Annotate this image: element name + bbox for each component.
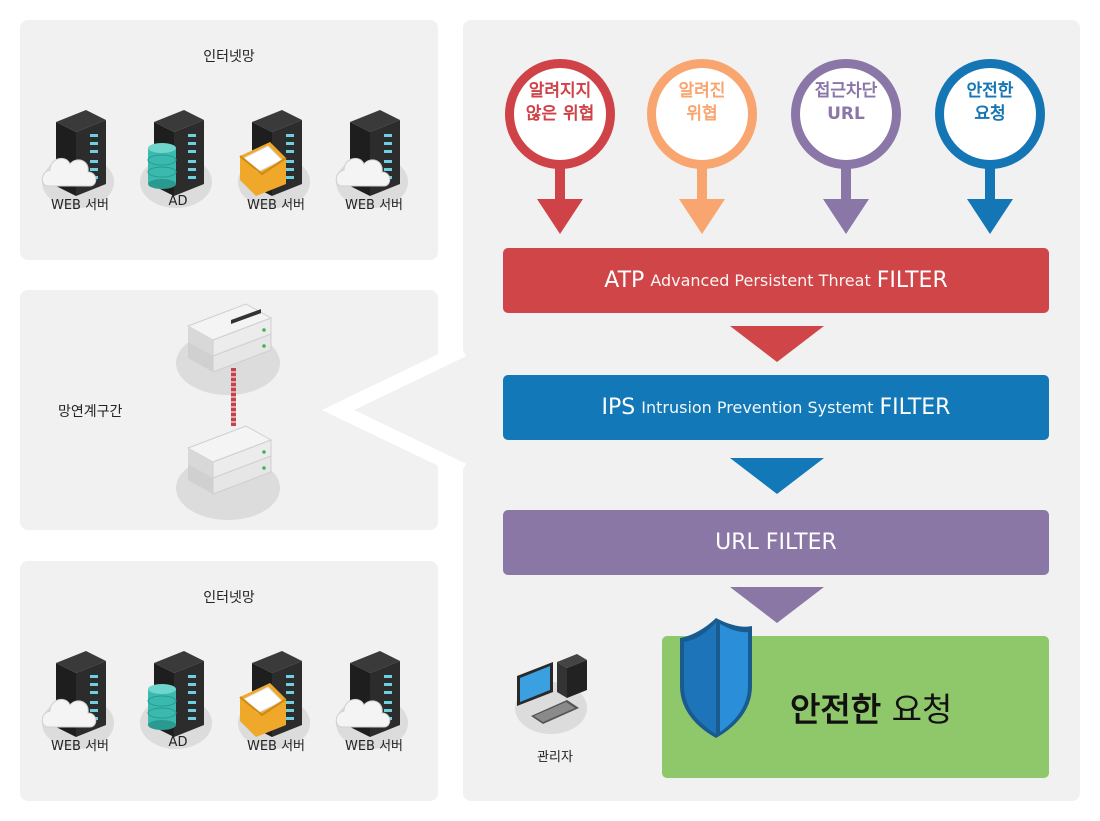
server-cloud: WEB 서버 [40, 645, 120, 765]
pin-label-line2: 않은 위협 [525, 104, 595, 124]
filter-main: ATP [604, 268, 645, 293]
url-filter-bar: URL FILTER [503, 510, 1049, 575]
server-cloud: WEB 서버 [334, 645, 414, 765]
safe-rest: 요청 [891, 690, 953, 729]
server-cloud: WEB 서버 [334, 104, 414, 224]
filter-main: IPS [601, 395, 636, 420]
threat-pin: 접근차단 URL [786, 54, 916, 234]
server-label: AD [168, 735, 188, 750]
server-label: WEB 서버 [246, 739, 306, 754]
admin-computer-icon [515, 654, 587, 734]
down-arrow-purple [730, 587, 824, 623]
server-database: AD [138, 104, 218, 224]
gateway-device-bottom [176, 420, 286, 520]
pin-label-line2: 위협 [686, 104, 718, 124]
server-label: WEB 서버 [246, 198, 306, 213]
filter-end: FILTER [879, 395, 951, 420]
server-cloud: WEB 서버 [40, 104, 120, 224]
server-database: AD [138, 645, 218, 765]
pin-label-line2: URL [827, 104, 865, 124]
down-arrow-red [730, 326, 824, 362]
server-label: WEB 서버 [344, 198, 404, 213]
gateway-device-top [176, 298, 286, 398]
zone-title: 인터넷망 [203, 590, 255, 606]
safe-bold: 안전한 [790, 690, 882, 729]
filter-sub: Intrusion Prevention Systemt [641, 398, 874, 417]
callout-wedge [321, 343, 467, 477]
filter-end: FILTER [876, 268, 948, 293]
server-mail: WEB 서버 [236, 645, 316, 765]
pin-label-line1: 알려진 [678, 81, 726, 101]
pin-label-line2: 요청 [974, 104, 1006, 124]
filter-sub: Advanced Persistent Threat [650, 271, 871, 290]
atp-filter-bar: ATP Advanced Persistent Threat FILTER [503, 248, 1049, 313]
zone-title: 인터넷망 [203, 49, 255, 65]
server-label: WEB 서버 [344, 739, 404, 754]
link-cable [231, 368, 236, 426]
shield-icon [680, 618, 752, 738]
server-label: WEB 서버 [50, 739, 110, 754]
admin-label: 관리자 [537, 750, 573, 765]
filter-main: URL FILTER [715, 530, 837, 555]
server-mail: WEB 서버 [236, 104, 316, 224]
server-label: AD [168, 194, 188, 209]
pin-label-line1: 접근차단 [814, 81, 878, 101]
down-arrow-blue [730, 458, 824, 494]
pin-label: 접근차단 URL [786, 80, 906, 126]
ips-filter-bar: IPS Intrusion Prevention Systemt FILTER [503, 375, 1049, 440]
pin-label-line1: 알려지지 [528, 81, 592, 101]
server-label: WEB 서버 [50, 198, 110, 213]
safe-request-text: 안전한 요청 [790, 683, 952, 731]
zone-label: 망연계구간 [58, 404, 123, 420]
pin-label-line1: 안전한 [966, 81, 1014, 101]
